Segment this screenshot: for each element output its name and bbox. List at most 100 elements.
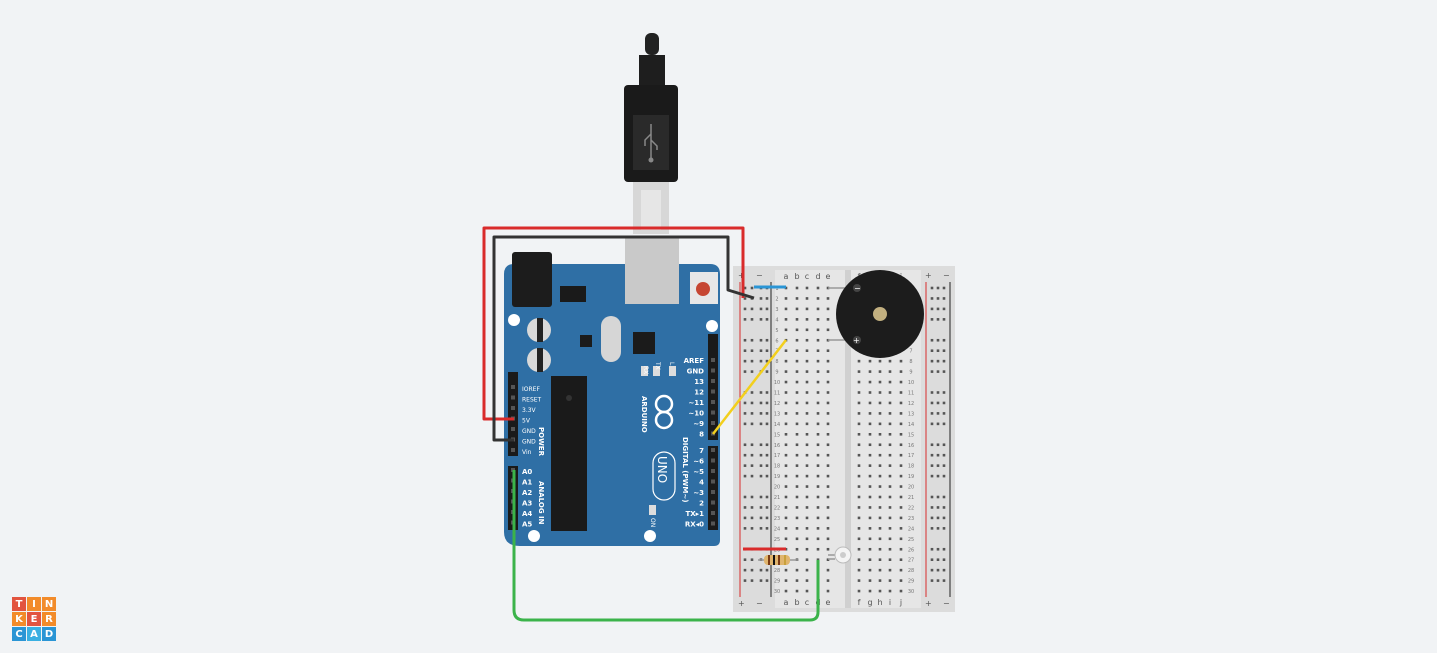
breadboard-hole[interactable] [888,568,892,572]
photoresistor[interactable] [828,546,852,564]
breadboard-hole[interactable] [784,495,788,499]
breadboard-hole[interactable] [795,495,799,499]
breadboard-hole[interactable] [816,412,820,415]
breadboard-hole[interactable] [857,359,861,363]
breadboard-hole[interactable] [857,391,861,394]
breadboard-hole[interactable] [795,307,799,311]
breadboard-hole[interactable] [942,297,946,300]
breadboard-hole[interactable] [857,568,861,572]
breadboard-hole[interactable] [888,422,892,426]
breadboard-hole[interactable] [743,422,747,426]
breadboard-hole[interactable] [936,474,940,478]
breadboard-hole[interactable] [936,412,940,415]
breadboard-hole[interactable] [857,506,861,509]
breadboard-hole[interactable] [805,422,809,426]
breadboard-hole[interactable] [857,370,861,373]
breadboard-hole[interactable] [936,527,940,530]
breadboard-hole[interactable] [936,422,940,426]
breadboard-hole[interactable] [795,433,799,436]
breadboard-hole[interactable] [805,297,809,300]
breadboard-hole[interactable] [868,412,872,415]
breadboard-hole[interactable] [765,464,769,467]
breadboard-hole[interactable] [743,286,747,290]
breadboard-hole[interactable] [878,537,882,541]
breadboard-hole[interactable] [743,558,747,561]
breadboard-hole[interactable] [750,286,754,290]
breadboard-hole[interactable] [930,391,934,394]
breadboard-hole[interactable] [888,485,892,488]
breadboard-hole[interactable] [899,579,903,582]
breadboard-hole[interactable] [743,443,747,447]
breadboard-hole[interactable] [868,568,872,572]
breadboard-hole[interactable] [888,527,892,530]
breadboard-hole[interactable] [750,443,754,447]
breadboard-hole[interactable] [750,370,754,373]
breadboard-hole[interactable] [888,443,892,447]
breadboard-hole[interactable] [743,307,747,311]
breadboard-hole[interactable] [826,422,830,426]
breadboard-hole[interactable] [857,558,861,561]
breadboard-hole[interactable] [857,485,861,488]
breadboard-hole[interactable] [930,401,934,405]
breadboard-hole[interactable] [888,453,892,457]
breadboard-hole[interactable] [936,516,940,520]
breadboard-hole[interactable] [765,516,769,520]
breadboard-hole[interactable] [765,506,769,509]
breadboard-hole[interactable] [816,359,820,363]
breadboard-hole[interactable] [805,568,809,572]
breadboard-hole[interactable] [857,433,861,436]
breadboard-hole[interactable] [750,558,754,561]
breadboard-hole[interactable] [857,453,861,457]
breadboard-hole[interactable] [899,547,903,551]
breadboard-hole[interactable] [930,516,934,520]
breadboard-hole[interactable] [878,443,882,447]
breadboard-hole[interactable] [930,547,934,551]
breadboard-hole[interactable] [899,380,903,384]
breadboard-hole[interactable] [826,516,830,520]
breadboard-hole[interactable] [878,359,882,363]
breadboard-hole[interactable] [784,307,788,311]
breadboard-hole[interactable] [936,453,940,457]
breadboard-hole[interactable] [868,495,872,499]
breadboard-hole[interactable] [878,453,882,457]
breadboard-hole[interactable] [816,422,820,426]
breadboard-hole[interactable] [888,474,892,478]
breadboard-hole[interactable] [743,464,747,467]
breadboard-hole[interactable] [784,359,788,363]
breadboard-hole[interactable] [759,579,763,582]
breadboard-hole[interactable] [795,370,799,373]
breadboard-hole[interactable] [826,568,830,572]
breadboard-hole[interactable] [888,433,892,436]
breadboard-hole[interactable] [888,380,892,384]
breadboard-hole[interactable] [784,380,788,384]
breadboard-hole[interactable] [868,380,872,384]
breadboard-hole[interactable] [784,589,788,593]
breadboard-hole[interactable] [857,401,861,405]
breadboard-hole[interactable] [759,297,763,300]
breadboard-hole[interactable] [878,380,882,384]
breadboard-hole[interactable] [795,318,799,321]
digital-pin[interactable] [711,511,715,515]
breadboard-hole[interactable] [888,589,892,593]
breadboard-hole[interactable] [759,307,763,311]
breadboard-hole[interactable] [750,307,754,311]
breadboard-hole[interactable] [930,412,934,415]
breadboard-hole[interactable] [936,568,940,572]
breadboard-hole[interactable] [805,359,809,363]
breadboard-hole[interactable] [816,464,820,467]
breadboard-hole[interactable] [759,349,763,352]
breadboard-hole[interactable] [899,433,903,436]
breadboard-hole[interactable] [784,328,788,332]
digital-pin[interactable] [711,368,715,373]
breadboard-hole[interactable] [765,391,769,394]
breadboard-hole[interactable] [784,391,788,394]
breadboard-hole[interactable] [759,527,763,530]
breadboard-hole[interactable] [805,485,809,488]
breadboard-hole[interactable] [795,506,799,509]
breadboard-hole[interactable] [942,495,946,499]
digital-pin[interactable] [711,448,715,452]
digital-pin[interactable] [711,379,715,383]
breadboard-hole[interactable] [857,516,861,520]
breadboard-hole[interactable] [899,453,903,457]
breadboard-hole[interactable] [936,349,940,352]
